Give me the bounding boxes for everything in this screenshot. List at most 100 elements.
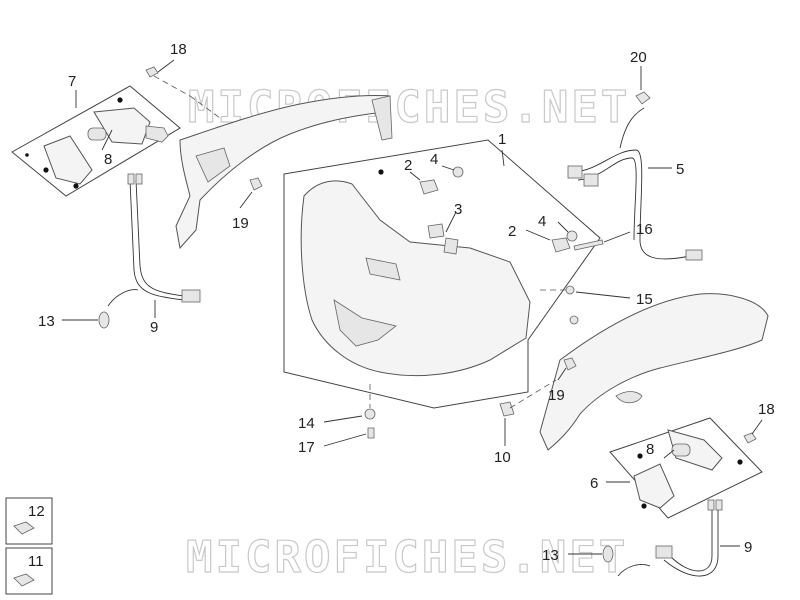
leader-19b: [557, 367, 567, 381]
screw-18-bottom: [743, 432, 757, 444]
leader-4a: [441, 165, 455, 171]
leader-18b: [751, 419, 763, 435]
group-6-marker: [641, 503, 647, 509]
leader-2a: [409, 171, 421, 181]
callout-20: 20: [630, 49, 647, 66]
clip-10: [499, 401, 515, 417]
group-7-marker: [117, 97, 123, 103]
left-wiring-9: [62, 173, 201, 329]
callout-5: 5: [676, 161, 684, 178]
fairing-bracket-detail: [195, 147, 231, 183]
bulb-3-socket: [443, 237, 459, 255]
callout-1: 1: [498, 131, 506, 148]
callout-12: 12: [28, 503, 45, 520]
screw-17: [367, 427, 375, 439]
nut-12: [13, 521, 35, 535]
headlight-group: [283, 139, 601, 447]
callout-13: 13: [38, 313, 55, 330]
box-11-frame: [5, 547, 53, 595]
dash-line: [153, 75, 191, 97]
wire-connector: [127, 173, 135, 185]
group-6-marker: [637, 453, 643, 459]
wire-path: [669, 510, 713, 572]
callout-10: 10: [494, 449, 511, 466]
left-indicator-bulb: [87, 127, 107, 141]
leader-16: [603, 231, 631, 243]
bolt-guide: [619, 107, 645, 149]
leader-2b: [525, 229, 551, 241]
wire-connector: [715, 499, 723, 511]
lower-fairing-badge: [615, 391, 643, 404]
callout-11: 11: [28, 553, 44, 570]
callout-6: 6: [590, 475, 598, 492]
callout-4: 4: [538, 213, 546, 230]
lower-fairing-shape: [539, 293, 769, 451]
washer-4-top: [452, 166, 464, 178]
group-7-marker: [73, 183, 79, 189]
watermark-bottom: MICROFICHES.NET: [186, 532, 628, 583]
wire-connector: [583, 173, 599, 187]
callout-16: 16: [636, 221, 653, 238]
left-indicator-lens: [43, 135, 93, 185]
callout-19: 19: [548, 387, 565, 404]
box-12-frame: [5, 497, 53, 545]
headlight-housing: [300, 180, 531, 377]
leader-8b: [663, 449, 675, 459]
wire-path: [129, 179, 185, 301]
wire-path: [135, 179, 185, 297]
callout-18: 18: [758, 401, 775, 418]
leader-17: [323, 433, 367, 447]
washer-4-bottom: [566, 230, 578, 242]
group-6-frame: [609, 417, 763, 519]
headlight-lens-accent: [333, 299, 397, 347]
bolt-20: [619, 66, 651, 149]
leader-8a: [101, 129, 113, 151]
nut-11: [13, 573, 35, 587]
part-box-11: [5, 547, 53, 595]
group-1-frame: [283, 139, 601, 409]
screw-16: [573, 239, 604, 251]
callout-9: 9: [150, 319, 158, 336]
left-indicator-stem: [145, 125, 169, 143]
leader-4b: [557, 221, 569, 233]
wire-plug: [655, 545, 673, 559]
right-wiring-9: [568, 499, 740, 577]
group-6-marker: [737, 459, 743, 465]
nut-19-bottom: [563, 357, 577, 371]
wire-connector: [567, 165, 583, 179]
callout-18: 18: [170, 41, 187, 58]
screw-16-washer-15: [540, 231, 631, 325]
bulb-3: [427, 223, 445, 239]
wire-path: [663, 510, 719, 577]
callout-13: 13: [542, 547, 559, 564]
nut-19-top: [249, 177, 263, 191]
callout-8: 8: [104, 151, 112, 168]
callout-15: 15: [636, 291, 653, 308]
callout-4: 4: [430, 151, 438, 168]
leader-19a: [239, 191, 253, 209]
callout-17: 17: [298, 439, 315, 456]
callout-14: 14: [298, 415, 315, 432]
bolt-part: [635, 91, 651, 105]
leader-3: [445, 211, 457, 233]
bulb-2-bottom: [551, 237, 571, 253]
headlight-internal: [365, 257, 401, 281]
clip-13-left: [98, 311, 110, 329]
wire-connector: [135, 173, 143, 185]
wire-path: [573, 149, 691, 260]
washer-15: [565, 285, 575, 295]
leader-15: [575, 291, 631, 299]
clip-13-right: [602, 545, 614, 563]
group-7-marker: [25, 153, 29, 157]
leader-14: [323, 415, 363, 423]
right-turn-indicator-group: [606, 417, 763, 519]
lower-fairing: [499, 293, 769, 451]
bulb-2-top: [419, 179, 439, 195]
group-7-frame: [11, 85, 181, 197]
wire-path: [577, 157, 637, 241]
fairing-bracket-tab: [371, 95, 393, 141]
left-turn-indicator-group: [11, 85, 181, 197]
callout-2: 2: [404, 157, 412, 174]
